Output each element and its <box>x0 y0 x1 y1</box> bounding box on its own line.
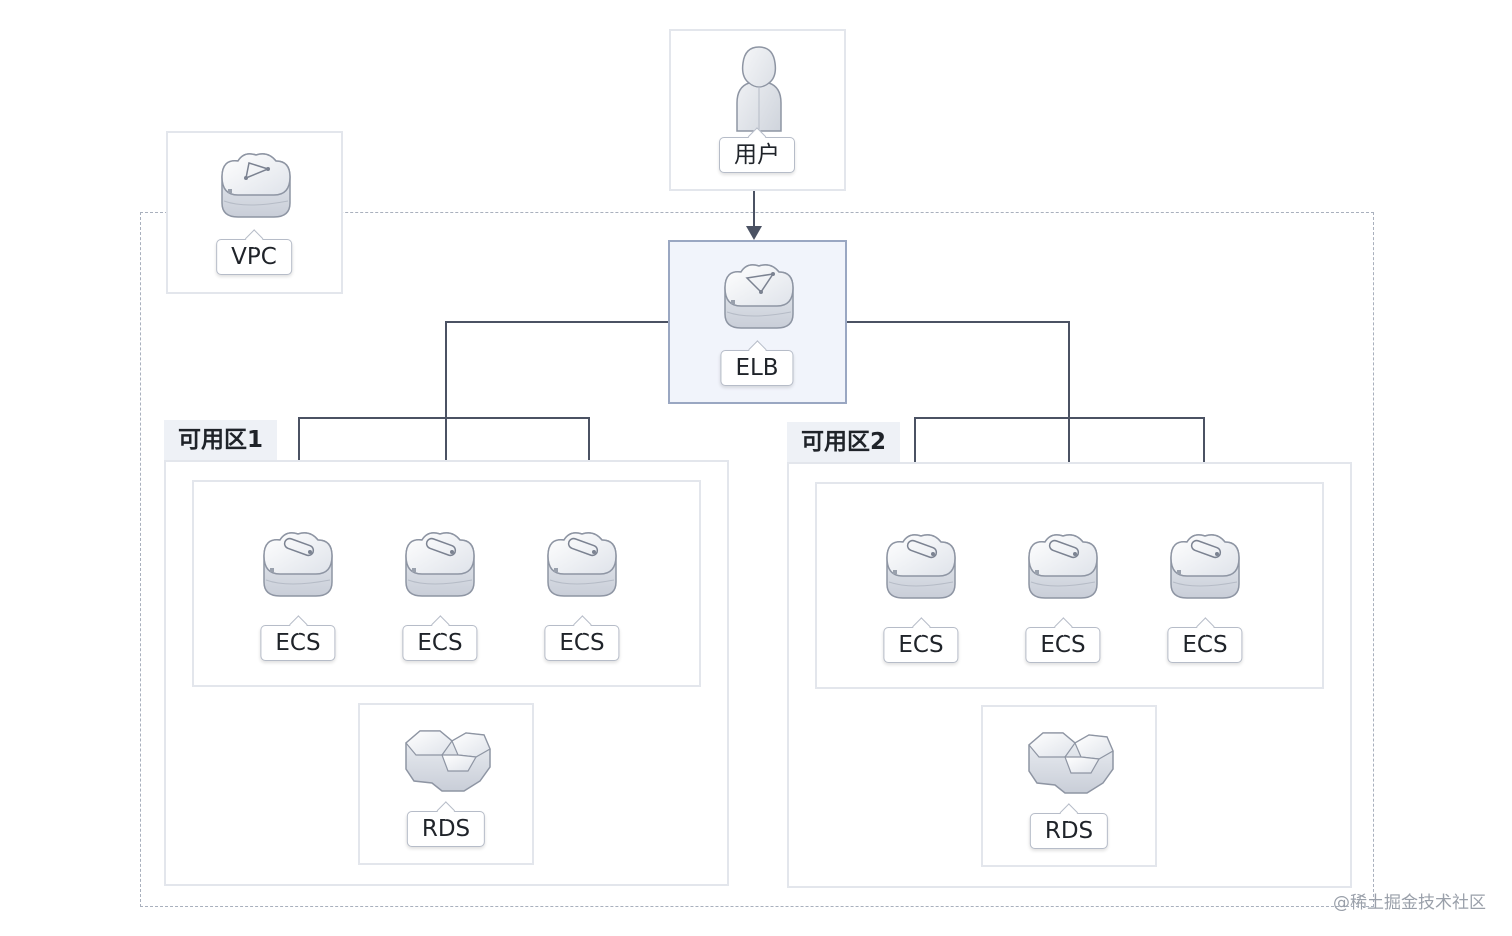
zone2-title: 可用区2 <box>787 422 901 462</box>
zone2-ecs-3[interactable]: ECS <box>1165 532 1245 672</box>
ecs-server-icon <box>405 532 475 597</box>
zone2-ecs-1-label: ECS <box>883 627 959 663</box>
vpc-label: VPC <box>216 239 292 275</box>
zone2-rds-label: RDS <box>1029 813 1109 849</box>
zone1-rds-card[interactable]: RDS <box>358 703 534 865</box>
zone2-ecs-2-label: ECS <box>1025 627 1101 663</box>
vpc-cloud-icon <box>221 153 291 218</box>
zone2-rds-card[interactable]: RDS <box>981 705 1157 867</box>
zone2-ecs-1[interactable]: ECS <box>881 532 961 672</box>
arrow-head-elb <box>746 226 762 240</box>
user-icon <box>736 46 782 132</box>
zone1-ecs-2-label: ECS <box>402 625 478 661</box>
ecs-server-icon <box>263 532 333 597</box>
elb-cloud-icon <box>724 264 794 329</box>
edge-elb-zone2-trunk <box>846 321 1070 500</box>
edge-zone2-bus <box>914 417 1205 500</box>
vpc-card[interactable]: VPC <box>166 131 343 294</box>
zone1-ecs-1[interactable]: ECS <box>258 530 338 670</box>
rds-database-icon <box>1028 732 1114 794</box>
vpc-boundary <box>140 212 1374 907</box>
zone1-ecs-3-label: ECS <box>544 625 620 661</box>
edge-elb-zone1-trunk <box>445 321 668 500</box>
elb-card[interactable]: ELB <box>668 240 847 404</box>
ecs-server-icon <box>547 532 617 597</box>
zone1-ecs-2[interactable]: ECS <box>400 530 480 670</box>
rds-database-icon <box>405 730 491 792</box>
ecs-server-icon <box>886 534 956 599</box>
zone1-ecs-3[interactable]: ECS <box>542 530 622 670</box>
ecs-server-icon <box>1028 534 1098 599</box>
ecs-server-icon <box>1170 534 1240 599</box>
user-label: 用户 <box>719 137 795 173</box>
user-card[interactable]: 用户 <box>669 29 846 191</box>
watermark: @稀土掘金技术社区 <box>1333 893 1486 913</box>
zone2-ecs-2[interactable]: ECS <box>1023 532 1103 672</box>
edge-zone1-bus <box>298 417 590 500</box>
zone2-ecs-3-label: ECS <box>1167 627 1243 663</box>
zone1-ecs-1-label: ECS <box>260 625 336 661</box>
elb-label: ELB <box>720 350 794 386</box>
zone1-title: 可用区1 <box>164 420 278 460</box>
zone1-rds-label: RDS <box>406 811 486 847</box>
